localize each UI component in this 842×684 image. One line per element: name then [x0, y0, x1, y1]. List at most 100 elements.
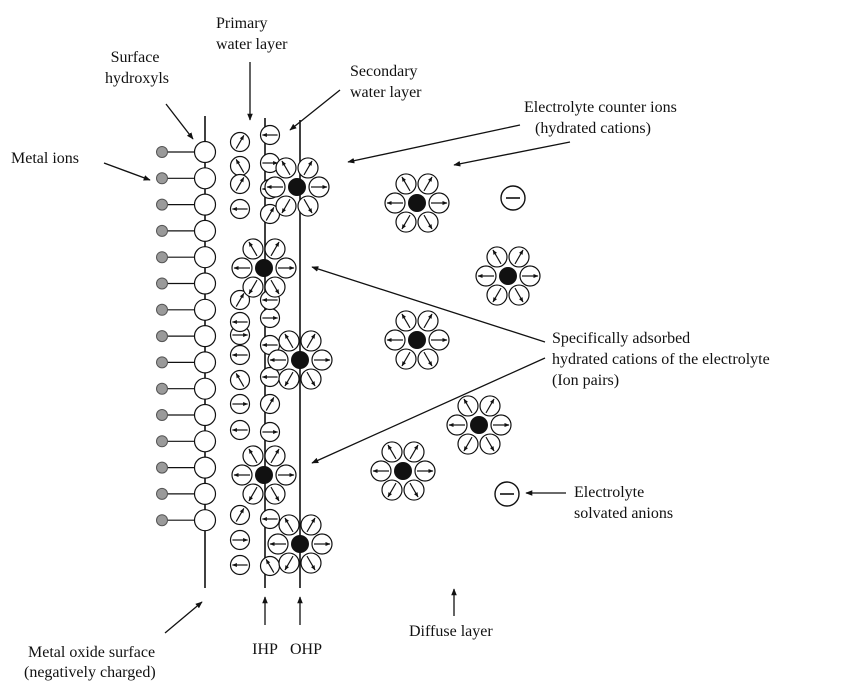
arrow-secondary-water [289, 89, 341, 131]
pointer-arrows [103, 62, 571, 634]
cation [255, 259, 273, 277]
surface-hydroxyl [193, 509, 217, 532]
primary-water-molecule [229, 198, 251, 220]
hydrated-cation-cluster-1 [384, 173, 450, 233]
hydration-water-molecule [242, 445, 264, 467]
hydration-water-molecule [446, 414, 468, 436]
hydration-water-molecule [278, 368, 300, 390]
surface-hydroxyl [193, 456, 217, 479]
hydration-water-molecule [508, 246, 530, 268]
hydration-water-molecule [278, 552, 300, 574]
cation [499, 267, 517, 285]
hydration-water-molecule [417, 310, 439, 332]
hydration-water-molecule [417, 173, 439, 195]
anion-bottom [494, 481, 520, 507]
metal-ion [156, 409, 168, 421]
hydrated-cation-cluster-5 [370, 441, 436, 501]
hydration-water-molecule [311, 533, 333, 555]
primary-water-molecule [229, 344, 251, 366]
surface-site [156, 193, 217, 216]
arrow-counter-ions-1 [347, 124, 521, 164]
metal-ion [156, 330, 168, 343]
surface-hydroxyl [193, 140, 217, 164]
hydration-water-molecule [300, 368, 322, 390]
label-metal-oxide-surface: Metal oxide surface (negatively charged) [24, 644, 159, 681]
hydration-water-molecule [486, 246, 508, 268]
hydration-water-molecule [519, 265, 541, 287]
metal-ion [156, 251, 168, 264]
hydration-water-molecule [297, 157, 319, 179]
cation [291, 351, 309, 369]
hydration-water-molecule [395, 348, 417, 370]
hydration-water-molecule [475, 265, 497, 287]
primary-water-molecule [229, 554, 251, 576]
label-primary-water-layer: Primary water layer [216, 15, 288, 53]
hydration-water-molecule [370, 460, 392, 482]
metal-ion [156, 356, 168, 369]
hydration-water-molecule [457, 433, 479, 455]
cation [408, 194, 426, 212]
primary-water-molecule [229, 155, 251, 177]
surface-site [156, 456, 217, 479]
metal-ion [156, 172, 168, 185]
hydration-water-molecule [403, 441, 425, 463]
surface-site [156, 430, 217, 453]
primary-water-molecule [229, 311, 251, 333]
metal-ion [156, 198, 168, 211]
hydration-water-molecule [395, 211, 417, 233]
hydration-water-molecule [414, 460, 436, 482]
primary-water-molecule [259, 421, 281, 443]
arrow-surface-hydroxyls [165, 103, 194, 140]
arrow-metal-ions [103, 162, 151, 181]
hydration-water-molecule [508, 284, 530, 306]
hydration-water-molecule [264, 483, 286, 505]
label-specifically-adsorbed: Specifically adsorbed hydrated cations o… [552, 330, 774, 389]
hydrated-cation-cluster-4 [446, 395, 512, 455]
label-ohp: OHP [290, 641, 322, 658]
primary-water-molecule [259, 124, 281, 146]
hydration-water-molecule [267, 349, 289, 371]
hydration-water-molecule [300, 514, 322, 536]
cation [394, 462, 412, 480]
metal-ion [156, 514, 168, 527]
cation-clusters [231, 157, 541, 574]
cation [291, 535, 309, 553]
adsorbed-cation-cluster-3 [267, 330, 333, 390]
primary-water-molecule [229, 529, 251, 551]
hydration-water-molecule [297, 195, 319, 217]
surface-site [156, 272, 217, 295]
metal-ion [156, 277, 168, 290]
arrow-metal-oxide [164, 601, 203, 634]
surface-site [156, 219, 217, 242]
cation [470, 416, 488, 434]
hydration-water-molecule [278, 514, 300, 536]
metal-ion [156, 382, 168, 395]
hydration-water-molecule [428, 192, 450, 214]
surface-site [156, 377, 217, 400]
surface-hydroxyl [193, 167, 217, 190]
hydration-water-molecule [384, 192, 406, 214]
hydration-water-molecule [479, 433, 501, 455]
hydration-water-molecule [311, 349, 333, 371]
hydration-water-molecule [275, 464, 297, 486]
adsorbed-cation-cluster-1 [264, 157, 330, 217]
surface-hydroxyl [193, 219, 217, 242]
metal-ion [156, 303, 168, 316]
hydration-water-molecule [417, 211, 439, 233]
surface-hydroxyl [193, 403, 217, 427]
surface-site [156, 509, 217, 532]
hydration-water-molecule [384, 329, 406, 351]
primary-water-molecule [229, 173, 251, 195]
label-surface-hydroxyls: Surface hydroxyls [105, 49, 169, 87]
primary-water-molecule [229, 419, 251, 441]
label-diffuse-layer: Diffuse layer [409, 623, 493, 640]
primary-water-molecule [229, 393, 251, 415]
arrow-counter-ions-2 [453, 141, 571, 167]
label-ihp: IHP [252, 641, 278, 658]
metal-ion [156, 224, 168, 237]
surface-hydroxyl [193, 351, 217, 374]
hydration-water-molecule [275, 257, 297, 279]
hydration-water-molecule [275, 157, 297, 179]
surface-hydroxyl [193, 325, 217, 348]
primary-water-molecule [229, 504, 251, 526]
